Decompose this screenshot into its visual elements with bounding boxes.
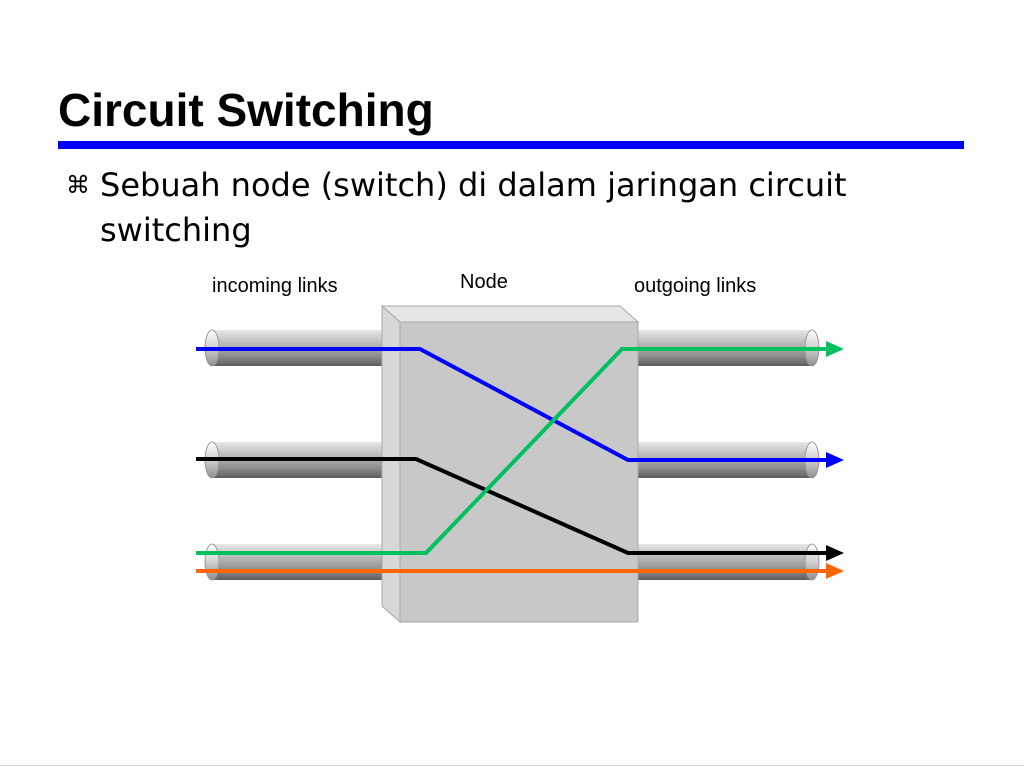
blue-arrowhead xyxy=(826,452,844,468)
slide-bottom-divider xyxy=(0,765,1024,766)
node-label: Node xyxy=(460,271,508,293)
black-arrowhead xyxy=(826,545,844,561)
blue-path xyxy=(196,347,844,468)
bullet-text: Sebuah node (switch) di dalam jaringan c… xyxy=(100,166,847,249)
slide-title: Circuit Switching xyxy=(58,84,434,136)
bullet-item: ⌘ Sebuah node (switch) di dalam jaringan… xyxy=(66,163,946,253)
incoming-links-label: incoming links xyxy=(212,275,338,297)
outgoing-links-label: outgoing links xyxy=(634,275,756,297)
green-arrowhead xyxy=(826,341,844,357)
outgoing-pipe-3 xyxy=(636,543,820,581)
orange-arrowhead xyxy=(826,563,844,579)
z-bullet-icon: ⌘ xyxy=(66,171,90,199)
incoming-pipe-3 xyxy=(204,543,406,581)
black-path xyxy=(196,457,844,561)
title-underline xyxy=(58,141,964,149)
green-path xyxy=(196,341,844,555)
orange-path xyxy=(196,563,844,579)
